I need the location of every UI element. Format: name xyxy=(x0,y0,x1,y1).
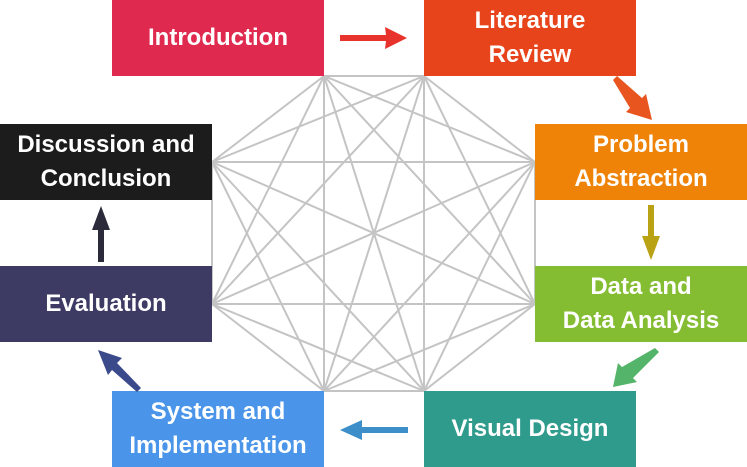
arrow-icon xyxy=(642,205,660,260)
stage-label: Problem Abstraction xyxy=(574,131,708,192)
mesh-line xyxy=(211,161,536,305)
arrow-icon xyxy=(613,76,652,120)
mesh-line xyxy=(423,303,536,392)
mesh-line xyxy=(211,161,425,392)
mesh-line xyxy=(323,75,536,163)
mesh-line xyxy=(423,75,536,163)
stage-label: Literature Review xyxy=(474,7,586,68)
mesh-line xyxy=(323,161,536,392)
stage-introduction: Introduction xyxy=(112,0,324,76)
mesh-line xyxy=(423,75,536,305)
mesh-line xyxy=(211,75,425,163)
arrow-icon xyxy=(613,348,659,387)
mesh-line xyxy=(211,303,425,392)
mesh-line xyxy=(323,75,536,305)
mesh-line xyxy=(211,75,325,305)
stage-label: Evaluation xyxy=(45,290,167,317)
arrow-icon xyxy=(92,206,110,262)
stage-discussion-conclusion: Discussion and Conclusion xyxy=(0,124,212,200)
mesh-line xyxy=(211,75,425,305)
arrow-icon xyxy=(340,27,407,49)
stage-label: Introduction xyxy=(148,24,288,51)
mesh-line xyxy=(211,161,325,392)
stage-data-analysis: Data and Data Analysis xyxy=(535,266,747,342)
mesh-line xyxy=(423,161,536,392)
stage-label: System and Implementation xyxy=(129,398,307,459)
mesh-line xyxy=(211,303,325,392)
stage-label: Visual Design xyxy=(451,415,609,442)
stage-visual-design: Visual Design xyxy=(424,391,636,467)
stage-problem-abstraction: Problem Abstraction xyxy=(535,124,747,200)
arrow-icon xyxy=(98,350,141,392)
mesh-line xyxy=(323,303,536,392)
arrow-icon xyxy=(340,420,408,440)
stage-label: Data and Data Analysis xyxy=(562,273,720,334)
stage-label: Discussion and Conclusion xyxy=(17,131,195,192)
stage-evaluation: Evaluation xyxy=(0,266,212,342)
mesh-line xyxy=(211,75,325,163)
stage-system-implementation: System and Implementation xyxy=(112,391,324,467)
stage-literature-review: Literature Review xyxy=(424,0,636,76)
